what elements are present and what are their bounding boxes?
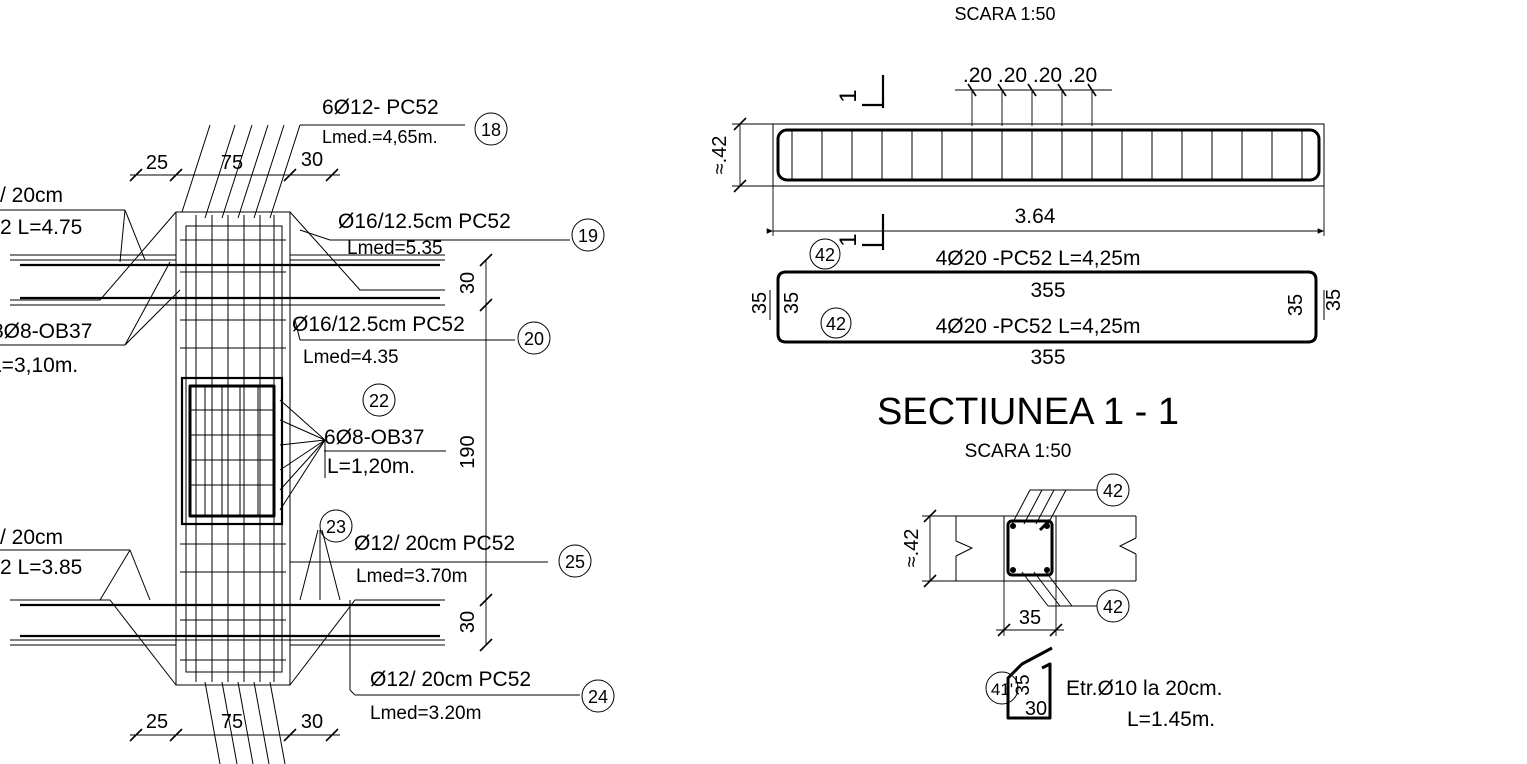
left-label-3b: 2 L=3.85 (0, 556, 82, 579)
dim-30-top: 30 (457, 272, 479, 294)
beam-length-label: 3.64 (1015, 205, 1056, 228)
hook-left-inner: 35 (781, 292, 803, 314)
note-19-mark: 19 (578, 226, 598, 246)
left-label-2b: L=3,10m. (0, 354, 78, 377)
dim-30-top-h: 30 (301, 149, 323, 171)
note-24-mark: 24 (588, 687, 608, 707)
left-label-3a: / 20cm (0, 526, 63, 549)
hook-right-outer: 35 (1323, 289, 1345, 311)
stirrup-dim-w: 30 (1025, 698, 1047, 720)
note-25-line1: Ø12/ 20cm PC52 (354, 532, 515, 555)
cs-width-label: 35 (1019, 607, 1041, 629)
cut-mark-bottom: 1 (835, 233, 862, 246)
stirrup-label: Etr.Ø10 la 20cm. (1066, 677, 1222, 700)
note-18-mark: 18 (481, 120, 501, 140)
beam-height-label: ≈.42 (709, 136, 731, 175)
spacing-label: .20 .20 .20 .20 (963, 64, 1097, 87)
section-title: SECTIUNEA 1 - 1 (877, 391, 1179, 433)
note-19-line1: Ø16/12.5cm PC52 (338, 210, 511, 233)
cross-section: 42 42 ≈.42 35 (901, 473, 1137, 637)
note-23-mark: 23 (326, 517, 346, 537)
hook-right-inner: 35 (1285, 294, 1307, 316)
cs-mark-bottom: 42 (1103, 597, 1123, 617)
hook-left-outer: 35 (749, 292, 771, 314)
note-20-line2: Lmed=4.35 (303, 347, 399, 368)
cs-mark-top: 42 (1103, 481, 1123, 501)
bar-top-label: 4Ø20 -PC52 L=4,25m (936, 247, 1141, 270)
note-22-mark: 22 (369, 391, 389, 411)
note-18-line2: Lmed.=4,65m. (322, 127, 438, 147)
note-20-line1: Ø16/12.5cm PC52 (292, 313, 465, 336)
bar-bottom-length: 355 (1030, 346, 1065, 369)
cut-mark-top: 1 (835, 89, 862, 102)
note-19-line2: Lmed=5.35 (347, 238, 443, 259)
note-24-line2: Lmed=3.20m (370, 703, 481, 724)
cs-height-label: ≈.42 (901, 529, 923, 568)
bar-top-length: 355 (1030, 279, 1065, 302)
dim-25-top: 25 (146, 152, 168, 174)
left-label-2a: 8Ø8-OB37 (0, 320, 92, 343)
dim-30-bottom-h: 30 (301, 711, 323, 733)
bar-schedule-42: 42 42 4Ø20 -PC52 L=4,25m 355 4Ø20 -PC52 … (749, 238, 1345, 369)
note-18-line1: 6Ø12- PC52 (322, 96, 439, 119)
beam-elevation: .20 .20 .20 .20 1 1 ≈.42 (709, 64, 1325, 250)
left-label-1a: / 20cm (0, 184, 63, 207)
note-20-mark: 20 (524, 329, 544, 349)
note-25-mark: 25 (565, 552, 585, 572)
stirrup-mark: 41' (991, 680, 1013, 699)
bar-bottom-label: 4Ø20 -PC52 L=4,25m (936, 315, 1141, 338)
dim-75-bottom: 75 (221, 711, 243, 733)
mark-42-bottom: 42 (826, 314, 846, 334)
stirrup-detail: 41' 35 30 Etr.Ø10 la 20cm. L=1.45m. (985, 646, 1222, 731)
note-22-line1: 6Ø8-OB37 (324, 426, 424, 449)
note-25-line2: Lmed=3.70m (356, 566, 467, 587)
mark-42-top: 42 (815, 245, 835, 265)
dim-75-top: 75 (221, 152, 243, 174)
dim-25-bottom: 25 (146, 711, 168, 733)
top-scale-label: SCARA 1:50 (954, 4, 1055, 24)
section-scale: SCARA 1:50 (965, 441, 1072, 462)
left-label-1b: 2 L=4.75 (0, 216, 82, 239)
dim-30-bottom: 30 (457, 611, 479, 633)
note-24-line1: Ø12/ 20cm PC52 (370, 668, 531, 691)
wall-plan: 30 190 30 25 75 30 25 75 30 / 20cm 2 L=4… (0, 96, 615, 764)
note-22-line2: L=1,20m. (327, 455, 415, 478)
stirrup-dim-h: 35 (1013, 674, 1034, 695)
dim-190: 190 (457, 435, 479, 468)
stirrup-length: L=1.45m. (1127, 708, 1215, 731)
